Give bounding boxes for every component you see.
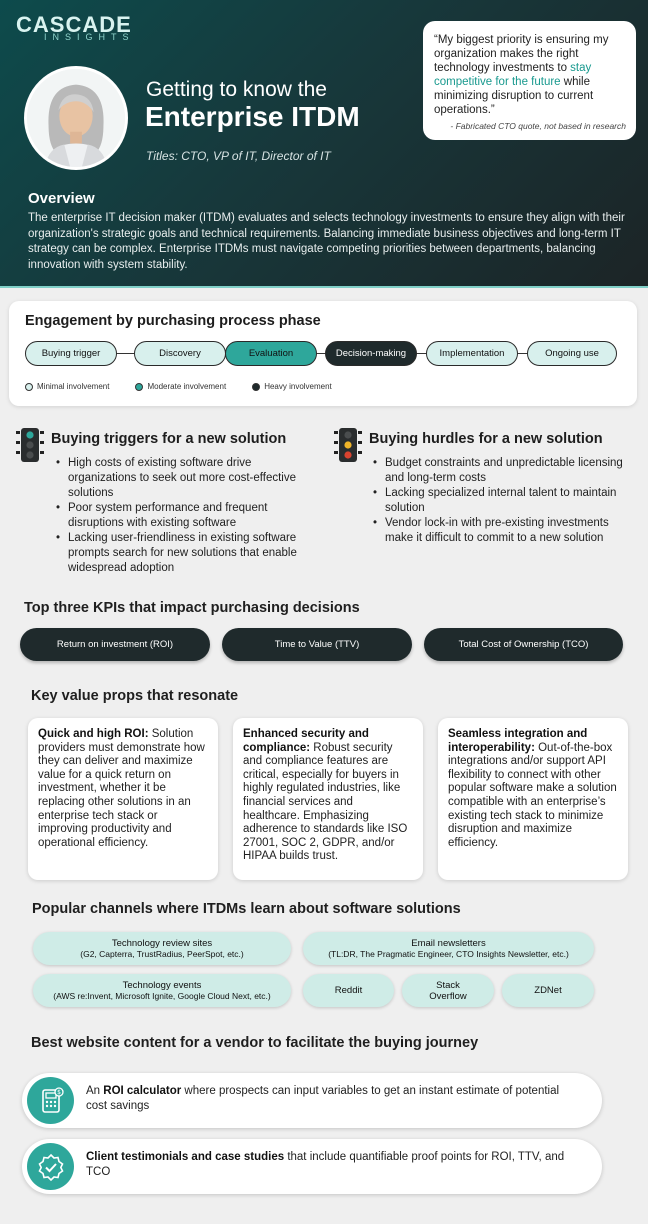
legend-moderate: Moderate involvement xyxy=(135,382,226,391)
kpi-ttv: Time to Value (TTV) xyxy=(222,628,412,661)
list-item: Lacking specialized internal talent to m… xyxy=(373,486,623,516)
phase-timeline: Buying trigger Discovery Evaluation Deci… xyxy=(23,341,623,366)
triggers-list: High costs of existing software drive or… xyxy=(56,456,308,576)
page-title-line1: Getting to know the xyxy=(146,78,327,101)
channel-review-sites: Technology review sites (G2, Capterra, T… xyxy=(33,932,291,965)
value-prop-card: Enhanced security and compliance: Robust… xyxy=(233,718,423,880)
phase-buying-trigger: Buying trigger xyxy=(25,341,117,366)
traffic-light-yellow-red-icon xyxy=(334,428,362,462)
content-text: An ROI calculator where prospects can in… xyxy=(86,1085,560,1112)
legend-minimal: Minimal involvement xyxy=(25,382,109,391)
phase-ongoing-use: Ongoing use xyxy=(527,341,617,366)
content-card-roi-calculator: $ An ROI calculator where prospects can … xyxy=(22,1073,602,1128)
value-props-heading: Key value props that resonate xyxy=(31,688,239,704)
traffic-light-green-icon xyxy=(16,428,44,462)
triggers-heading: Buying triggers for a new solution xyxy=(51,431,287,447)
list-item: Vendor lock-in with pre-existing investm… xyxy=(373,516,623,546)
engagement-legend: Minimal involvement Moderate involvement… xyxy=(25,382,358,391)
kpi-roi: Return on investment (ROI) xyxy=(20,628,210,661)
list-item: Poor system performance and frequent dis… xyxy=(56,501,308,531)
phase-decision-making: Decision-making xyxy=(325,341,417,366)
legend-heavy: Heavy involvement xyxy=(252,382,332,391)
phase-discovery: Discovery xyxy=(134,341,226,366)
value-prop-text: Solution providers must demonstrate how … xyxy=(38,728,205,849)
content-text: Client testimonials and case studies tha… xyxy=(86,1151,565,1178)
channel-technology-events: Technology events (AWS re:Invent, Micros… xyxy=(33,974,291,1007)
persona-avatar xyxy=(24,66,128,170)
channel-reddit: Reddit xyxy=(303,974,394,1007)
value-prop-card: Quick and high ROI: Solution providers m… xyxy=(28,718,218,880)
value-prop-card: Seamless integration and interoperabilit… xyxy=(438,718,628,880)
persona-titles: Titles: CTO, VP of IT, Director of IT xyxy=(146,149,331,163)
phase-implementation: Implementation xyxy=(426,341,518,366)
phase-evaluation: Evaluation xyxy=(225,341,317,366)
kpi-heading: Top three KPIs that impact purchasing de… xyxy=(24,600,360,616)
quote-attribution: - Fabricated CTO quote, not based in res… xyxy=(450,121,626,131)
svg-text:$: $ xyxy=(57,1089,61,1096)
persona-portrait-icon xyxy=(27,69,125,167)
hurdles-heading: Buying hurdles for a new solution xyxy=(369,431,603,447)
verified-badge-icon xyxy=(27,1143,74,1190)
quote-highlight: stay competitive for the future xyxy=(434,62,592,88)
brand-logo: CASCADE xyxy=(16,12,132,37)
hurdles-list: Budget constraints and unpredictable lic… xyxy=(373,456,623,546)
phase-connector xyxy=(33,353,613,354)
brand-tagline: INSIGHTS xyxy=(44,32,135,42)
channel-zdnet: ZDNet xyxy=(502,974,594,1007)
legend-dot-icon xyxy=(25,382,33,391)
value-prop-text: Robust security and compliance features … xyxy=(243,741,408,863)
cto-quote-card: “My biggest priority is ensuring my orga… xyxy=(423,21,636,140)
page-title-line2: Enterprise ITDM xyxy=(145,101,360,132)
channels-heading: Popular channels where ITDMs learn about… xyxy=(32,901,461,917)
legend-dot-icon xyxy=(252,382,261,391)
hero-header: CASCADE INSIGHTS Getting to know the Ent… xyxy=(0,0,648,288)
value-prop-title: Enhanced security and compliance: xyxy=(243,728,369,754)
list-item: High costs of existing software drive or… xyxy=(56,456,308,501)
overview-heading: Overview xyxy=(28,190,95,207)
content-card-testimonials: Client testimonials and case studies tha… xyxy=(22,1139,602,1194)
value-prop-text: Out-of-the-box integrations and/or suppo… xyxy=(448,741,617,849)
channel-email-newsletters: Email newsletters (TL:DR, The Pragmatic … xyxy=(303,932,594,965)
channel-stack-overflow: Stack Overflow xyxy=(402,974,494,1007)
engagement-card: Engagement by purchasing process phase B… xyxy=(9,301,637,406)
calculator-icon: $ xyxy=(27,1077,74,1124)
list-item: Budget constraints and unpredictable lic… xyxy=(373,456,623,486)
kpi-tco: Total Cost of Ownership (TCO) xyxy=(424,628,623,661)
quote-text: “My biggest priority is ensuring my orga… xyxy=(434,34,609,116)
engagement-heading: Engagement by purchasing process phase xyxy=(25,313,321,329)
value-prop-title: Seamless integration and interoperabilit… xyxy=(448,728,588,754)
list-item: Lacking user-friendliness in existing so… xyxy=(56,531,308,576)
overview-text: The enterprise IT decision maker (ITDM) … xyxy=(28,212,625,271)
website-content-heading: Best website content for a vendor to fac… xyxy=(31,1035,479,1051)
value-prop-title: Quick and high ROI: xyxy=(38,728,149,740)
legend-dot-icon xyxy=(135,382,144,391)
